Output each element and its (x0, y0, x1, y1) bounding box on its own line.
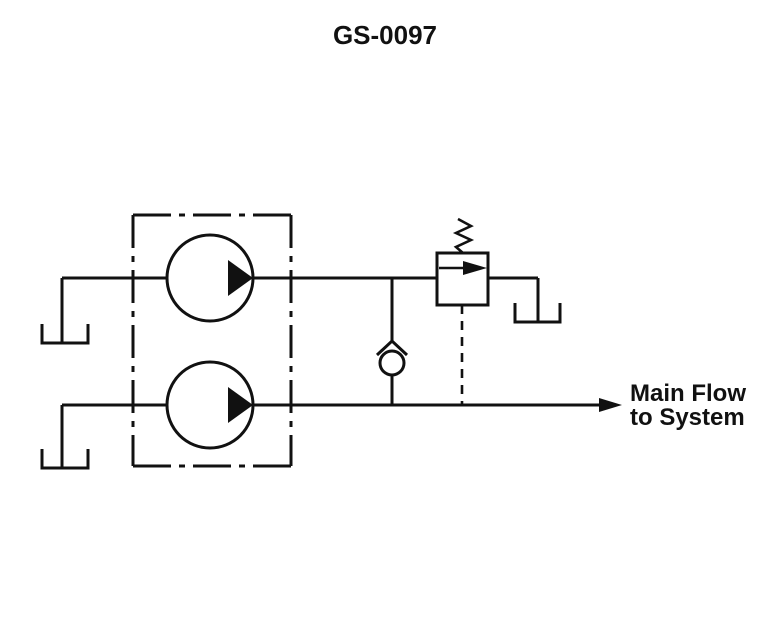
reservoir-icon (513, 303, 562, 324)
relief-valve-flow-arrow-head-icon (463, 261, 487, 275)
main-flow-label: Main Flow to System (630, 380, 746, 431)
main-flow-label-line2: to System (630, 404, 745, 431)
reservoir-icon (40, 449, 90, 470)
main-flow-line (253, 398, 622, 412)
relief-valve-spring-icon (452, 217, 475, 254)
check-valve-ball-icon (378, 349, 406, 377)
pump-flow-triangle-icon (228, 387, 253, 423)
main-flow-label-line1: Main Flow (630, 380, 746, 407)
relief-valve (435, 217, 490, 405)
check-valve (375, 278, 409, 405)
drawing-title: GS-0097 (333, 20, 437, 50)
tank-relief-outlet (488, 276, 562, 324)
pump-flow-triangle-icon (228, 260, 253, 296)
tank-lower-left (40, 403, 167, 470)
main-flow-arrowhead-icon (599, 398, 622, 412)
pump-lower (165, 360, 255, 450)
pump-upper (165, 233, 255, 323)
relief-valve-envelope (435, 251, 490, 307)
tank-upper-left (40, 276, 167, 345)
pump-enclosure (131, 213, 293, 468)
check-valve-seat-icon (375, 338, 409, 357)
reservoir-icon (40, 324, 90, 345)
